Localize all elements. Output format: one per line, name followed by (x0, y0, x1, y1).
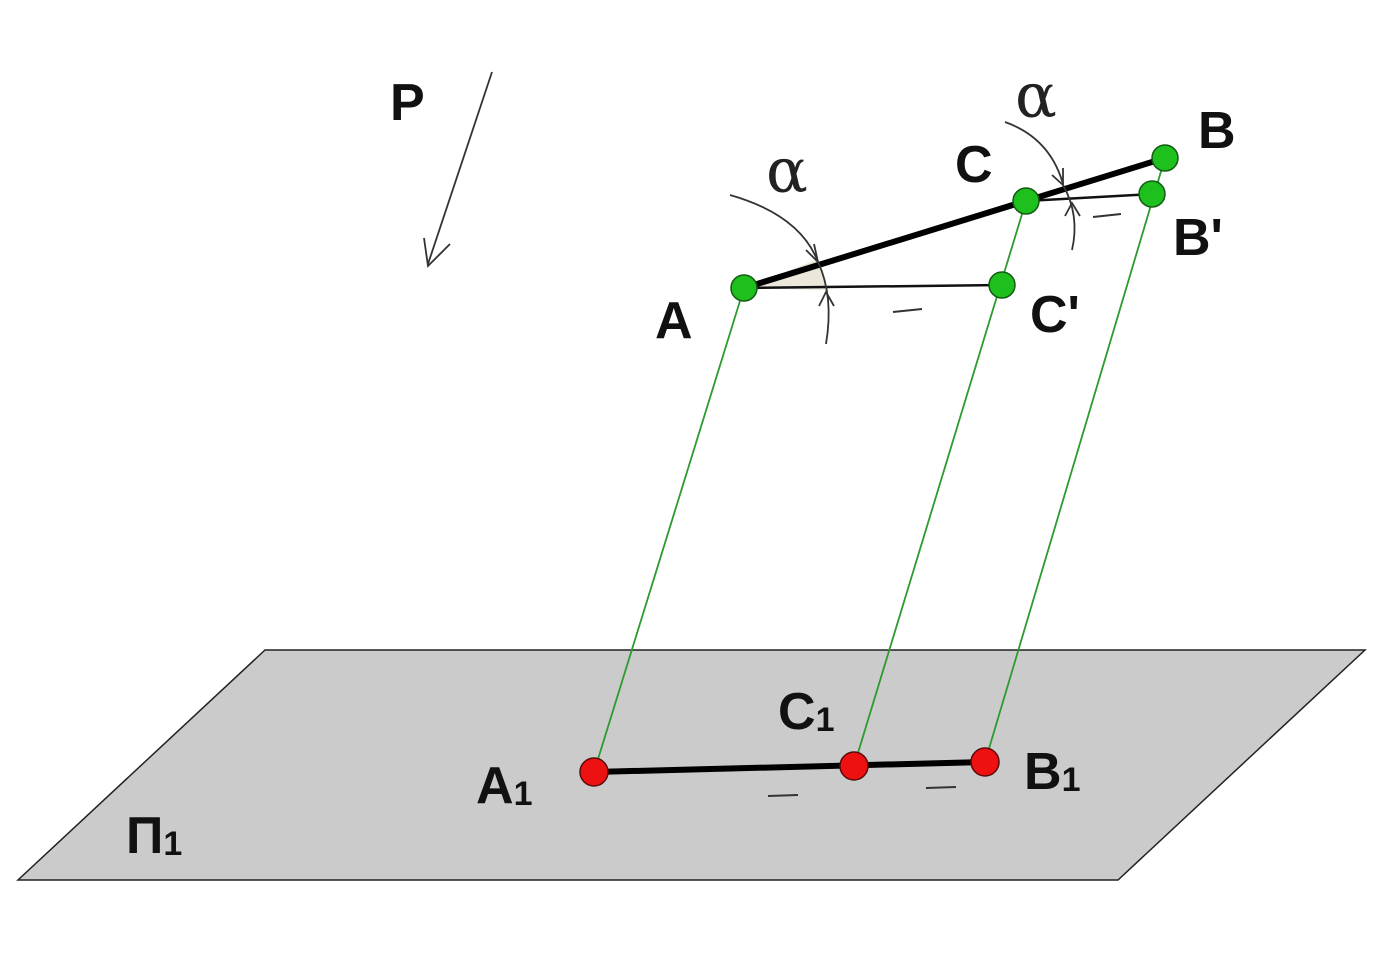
tick-a-c-prime (892, 308, 923, 313)
point-b1 (970, 747, 1000, 777)
label-point-c: C (955, 136, 993, 194)
point-c (1012, 187, 1040, 215)
projector-b (984, 157, 1166, 763)
point-a1 (579, 757, 609, 787)
label-point-c1: C1 (778, 683, 834, 741)
label-point-b-prime: B' (1173, 209, 1223, 267)
point-b (1151, 144, 1179, 172)
segment-a-c-prime (743, 283, 1003, 290)
tick-a1-c1 (767, 794, 799, 797)
angle-marker-c (1004, 121, 1081, 251)
point-a (730, 274, 758, 302)
label-plane-pi1: П1 (126, 807, 182, 865)
angle-marker-a (729, 194, 835, 345)
segment-ab (743, 155, 1166, 291)
segment-a1-b1 (593, 759, 986, 775)
direction-arrow (423, 71, 493, 268)
label-point-a: A (655, 292, 693, 350)
projection-plane (16, 649, 1367, 881)
point-b-prime (1138, 180, 1166, 208)
label-direction-p: P (390, 74, 425, 132)
segment-c-b-prime (1025, 192, 1153, 203)
point-c-prime (988, 271, 1016, 299)
projector-a (593, 287, 745, 773)
label-alpha-c: α (1015, 59, 1057, 132)
label-point-a1: A1 (476, 757, 532, 815)
tick-c-b-prime (1092, 213, 1122, 218)
label-point-b: B (1198, 102, 1236, 160)
label-point-b1: B1 (1024, 743, 1080, 801)
label-alpha-a: α (766, 134, 808, 207)
tick-c1-b1 (925, 786, 957, 789)
label-point-c-prime: C' (1030, 286, 1080, 344)
point-c1 (839, 751, 869, 781)
